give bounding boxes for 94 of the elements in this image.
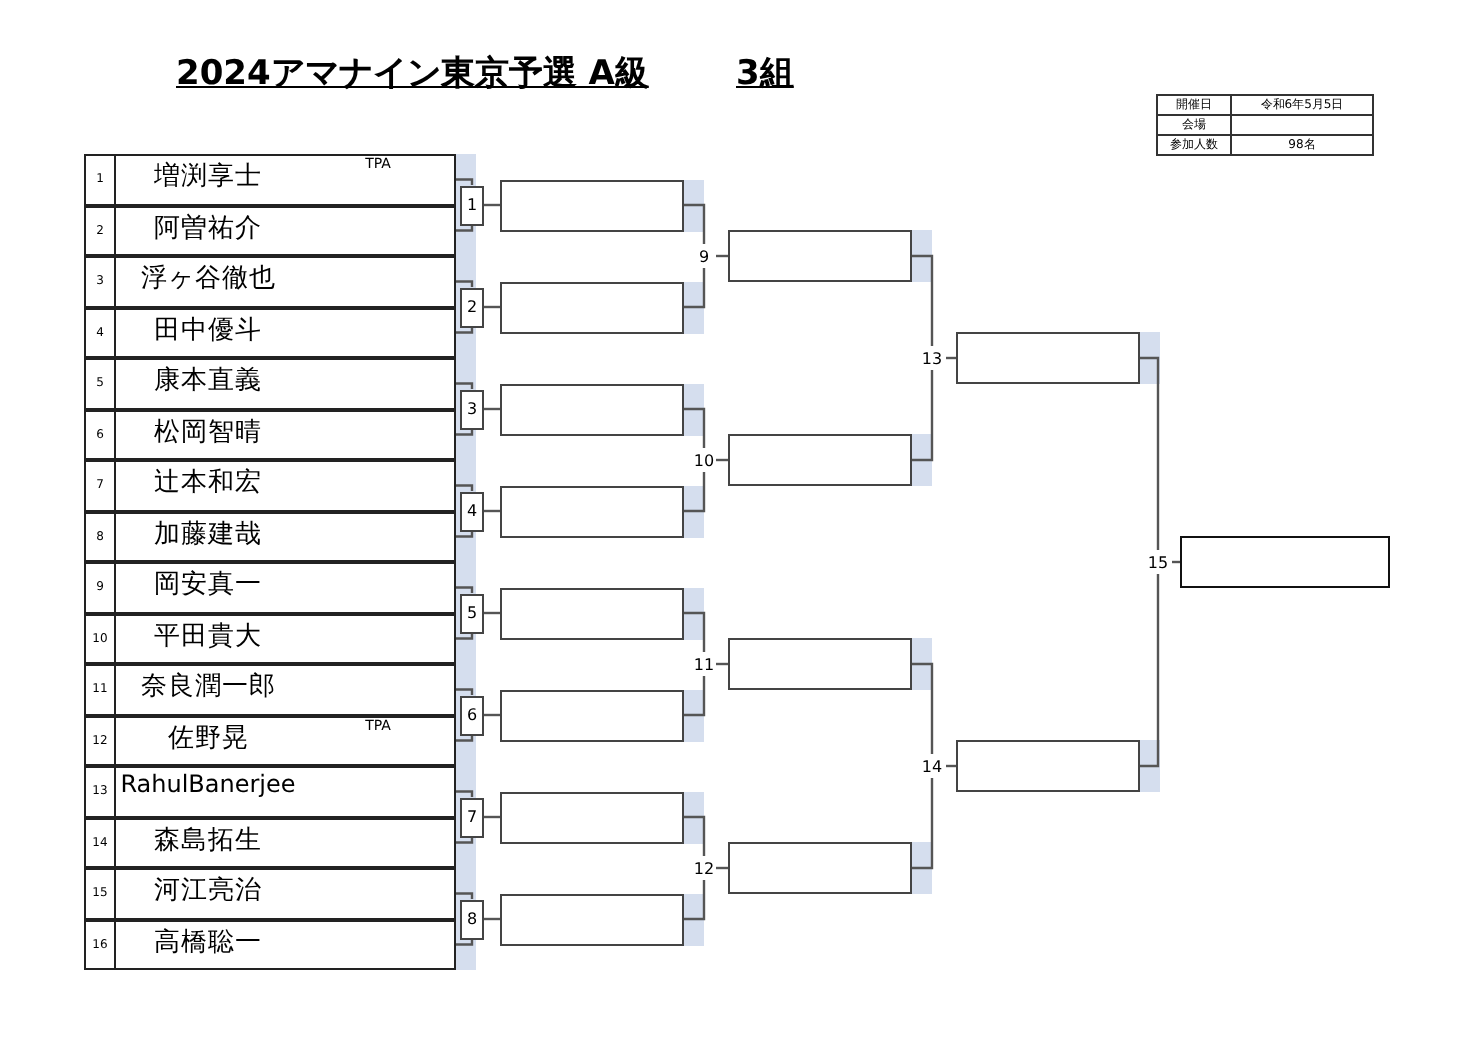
- player-name: 河江亮治: [152, 874, 264, 908]
- bracket-line: [456, 484, 474, 491]
- bracket-line: [912, 254, 934, 346]
- bracket-line: [456, 633, 474, 640]
- match-number: 11: [692, 652, 716, 676]
- player-name: 辻本和宏: [152, 466, 264, 500]
- player-row: [84, 562, 456, 613]
- bracket-line: [684, 815, 706, 856]
- bracket-line: [456, 939, 474, 946]
- player-row: [84, 256, 456, 307]
- match-number-box: 4: [460, 491, 484, 531]
- player-row: [84, 460, 456, 511]
- bracket-line: [456, 225, 474, 232]
- bracket-line: [456, 735, 474, 742]
- winner-box: [956, 332, 1140, 384]
- player-name: 佐野晃: [165, 721, 251, 755]
- player-name: 康本直義: [152, 364, 264, 398]
- player-row: [84, 511, 456, 562]
- match-number: 9: [692, 244, 716, 268]
- winner-box: [728, 842, 912, 894]
- bracket-line: [684, 676, 706, 717]
- winner-box: [728, 638, 912, 690]
- player-name: 松岡智晴: [152, 415, 264, 449]
- bracket-line: [456, 429, 474, 436]
- player-row: [84, 154, 456, 205]
- match-number-box: 1: [460, 185, 484, 225]
- winner-box: [500, 281, 684, 333]
- winner-box: [500, 893, 684, 945]
- bracket-line: [684, 472, 706, 513]
- match-number-box: 6: [460, 695, 484, 735]
- player-name: 加藤建哉: [152, 517, 264, 551]
- match-number: 13: [918, 346, 946, 370]
- match-number: 10: [692, 448, 716, 472]
- player-name: 森島拓生: [152, 823, 264, 857]
- winner-box: [728, 434, 912, 486]
- player-row: [84, 205, 456, 256]
- player-name: 高橋聡一: [152, 925, 264, 959]
- player-name: 奈良潤一郎: [138, 670, 278, 704]
- player-name: 平田貴大: [152, 619, 264, 653]
- player-row: [84, 613, 456, 664]
- bracket-line: [684, 268, 706, 309]
- match-number: 15: [1144, 550, 1172, 574]
- match-number: 12: [692, 856, 716, 880]
- winner-box: [500, 689, 684, 741]
- winner-box: [728, 230, 912, 282]
- bracket-line: [912, 662, 934, 754]
- player-row: [84, 409, 456, 460]
- bracket-line: [1140, 574, 1160, 768]
- match-number-box: 2: [460, 287, 484, 327]
- match-number-box: 5: [460, 593, 484, 633]
- player-name: 増渕享士: [152, 159, 264, 194]
- player-name: 浮ヶ谷徹也: [138, 262, 278, 296]
- bracket-line: [1140, 356, 1160, 550]
- bracket-line: [912, 370, 934, 462]
- match-number: 14: [918, 754, 946, 778]
- player-row: [84, 715, 456, 766]
- bracket-line: [456, 892, 474, 899]
- player-row: [84, 664, 456, 715]
- bracket-line: [684, 880, 706, 921]
- player-row: [84, 919, 456, 970]
- player-name: 岡安真一: [152, 568, 264, 602]
- player-row: [84, 868, 456, 919]
- bracket-line: [456, 280, 474, 287]
- player-row: [84, 307, 456, 358]
- winner-box: [500, 791, 684, 843]
- bracket-line: [684, 611, 706, 652]
- player-row: [84, 766, 456, 817]
- bracket-line: [456, 837, 474, 844]
- match-number-box: 7: [460, 797, 484, 837]
- winner-box: [500, 587, 684, 639]
- match-number-box: 8: [460, 899, 484, 939]
- bracket-line: [456, 327, 474, 334]
- winner-box: [500, 485, 684, 537]
- player-row: [84, 358, 456, 409]
- bracket-line: [456, 688, 474, 695]
- player-row: [84, 817, 456, 868]
- bracket-line: [912, 778, 934, 870]
- bracket-line: [456, 790, 474, 797]
- title: 2024アマナイン東京予選 A級: [176, 52, 649, 96]
- group-label: 3組: [736, 52, 794, 96]
- bracket-line: [456, 586, 474, 593]
- player-name: 阿曽祐介: [152, 211, 264, 245]
- match-number-box: 3: [460, 389, 484, 429]
- bracket-line: [684, 203, 706, 244]
- bracket-line: [684, 407, 706, 448]
- bracket-line: [456, 531, 474, 538]
- champion-box: [1180, 536, 1390, 588]
- winner-box: [956, 740, 1140, 792]
- bracket-line: [456, 382, 474, 389]
- bracket-line: [456, 178, 474, 185]
- player-name: 田中優斗: [152, 313, 264, 347]
- winner-box: [500, 179, 684, 231]
- player-name: RahulBanerjee: [120, 770, 296, 798]
- winner-box: [500, 383, 684, 435]
